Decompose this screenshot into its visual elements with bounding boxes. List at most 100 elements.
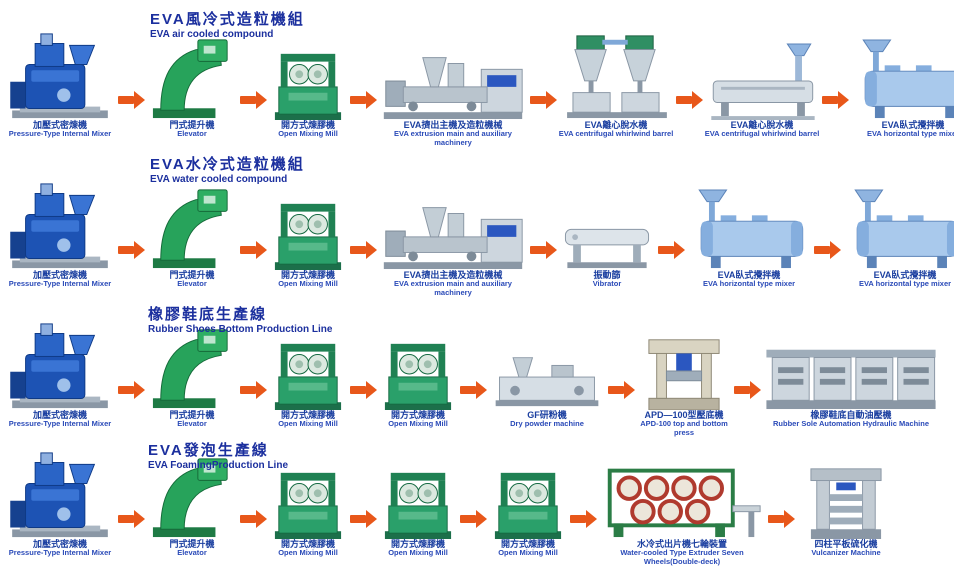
- machine-label-cn: 開方式煉膠機: [390, 539, 445, 549]
- vulcanizer-icon: [796, 463, 896, 539]
- cyclone-tanks-icon: [558, 30, 674, 120]
- machine-label-en: EVA centrifugal whirlwind barrel: [704, 129, 820, 139]
- vibrator-table-icon: [558, 212, 656, 270]
- machine-label-en: Open Mixing Mill: [278, 279, 338, 289]
- machine-label-en: APD-100 top and bottom press: [640, 419, 728, 437]
- flow-arrow-icon: [350, 91, 377, 109]
- machine-label-en: Pressure-Type Internal Mixer: [8, 419, 112, 429]
- machine-label-en: EVA horizontal type mixer: [866, 129, 954, 139]
- machine-label-en: Open Mixing Mill: [388, 419, 448, 429]
- machine-label-cn: 四柱平板硫化機: [814, 539, 878, 549]
- flow-arrow-icon: [570, 510, 597, 528]
- machine-label-en: Elevator: [177, 548, 207, 558]
- extruder-icon: [378, 194, 528, 270]
- mixing-mill-icon: [268, 48, 348, 120]
- machine-label-cn: GF研粉機: [527, 410, 567, 420]
- flow-arrow-icon: [822, 91, 849, 109]
- flow-arrow-icon: [530, 241, 557, 259]
- flow-arrow-icon: [350, 510, 377, 528]
- flow-arrow-icon: [350, 381, 377, 399]
- seven-wheel-icon: [598, 455, 766, 539]
- internal-mixer-icon: [4, 32, 116, 120]
- extruder-icon: [378, 44, 528, 120]
- machine-label-cn: EVA擠出主機及造粒機械: [403, 270, 503, 280]
- row-title-en: EVA FoamingProduction Line: [148, 459, 288, 471]
- machine-label-cn: 門式提升機: [169, 410, 215, 420]
- machine-label-cn: 門式提升機: [169, 120, 215, 130]
- machine-label-cn: 加壓式密煉機: [32, 270, 87, 280]
- machine-label-cn: 加壓式密煉機: [32, 120, 87, 130]
- powder-mill-icon: [488, 348, 606, 410]
- machine-label-en: Open Mixing Mill: [278, 419, 338, 429]
- machine-label-cn: 加壓式密煉機: [32, 539, 87, 549]
- elevator-icon: [146, 326, 238, 410]
- machine-label-en: Open Mixing Mill: [278, 129, 338, 139]
- machine-label-en: Pressure-Type Internal Mixer: [8, 129, 112, 139]
- machine-label-cn: 開方式煉膠機: [500, 539, 555, 549]
- flow-arrow-icon: [530, 91, 557, 109]
- machine-label-cn: EVA臥式攪拌機: [873, 270, 937, 280]
- flow-arrow-icon: [768, 510, 795, 528]
- machine-label-cn: 水冷式出片機七輪裝置: [636, 539, 727, 549]
- machine-label-cn: 開方式煉膠機: [390, 410, 445, 420]
- machine-label-en: EVA extrusion main and auxiliary machine…: [394, 279, 512, 297]
- flow-arrow-icon: [608, 381, 635, 399]
- machine-label-cn: 開方式煉膠機: [280, 410, 335, 420]
- machine-label-cn: EVA臥式攪拌機: [717, 270, 781, 280]
- machine-label-en: Water-cooled Type Extruder Seven Wheels(…: [620, 548, 744, 566]
- machine-label-cn: 開方式煉膠機: [280, 539, 335, 549]
- row-title-cn: EVA發泡生產線: [148, 442, 269, 459]
- machine-label-en: Elevator: [177, 129, 207, 139]
- horizontal-mixer-icon: [850, 38, 954, 120]
- machine-label-en: EVA centrifugal whirlwind barrel: [558, 129, 674, 139]
- machine-label-en: Vibrator: [592, 279, 622, 289]
- hydraulic-line-icon: [762, 340, 940, 410]
- flow-arrow-icon: [350, 241, 377, 259]
- row-title-en: Rubber Shoes Bottom Production Line: [148, 323, 333, 335]
- flow-arrow-icon: [118, 241, 145, 259]
- flow-arrow-icon: [460, 381, 487, 399]
- machine-label-en: Rubber Sole Automation Hydraulic Machine: [773, 419, 929, 429]
